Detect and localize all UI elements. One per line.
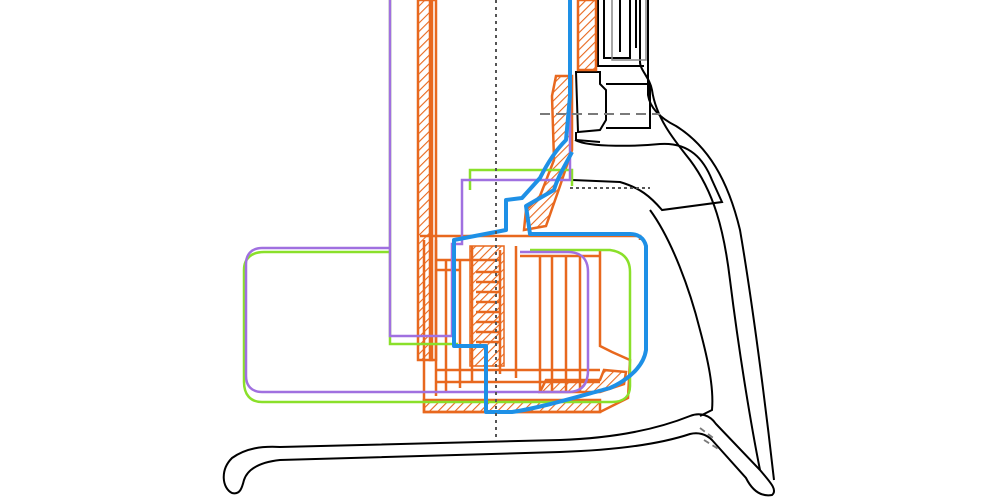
- housing-inner-wall: [571, 139, 724, 212]
- base-foot-outer: [222, 413, 776, 497]
- upper-block: [574, 71, 607, 134]
- orange-shaft-right: [428, 0, 438, 362]
- top-frame: [597, 0, 644, 67]
- orange-bracket: [522, 74, 574, 232]
- upper-block-inner: [606, 83, 651, 129]
- orange-top-bar: [576, 0, 598, 72]
- housing-outline: [222, 0, 776, 497]
- small-step: [575, 132, 601, 143]
- blue-outline: [452, 0, 648, 414]
- housing-lower-curve: [649, 209, 714, 417]
- housing-side-inner: [639, 0, 761, 471]
- orange-inner-walls: [434, 240, 582, 396]
- purple-outline: [244, 0, 590, 394]
- base-dashed-segments: [699, 427, 721, 451]
- top-gray-frame: [611, 0, 647, 61]
